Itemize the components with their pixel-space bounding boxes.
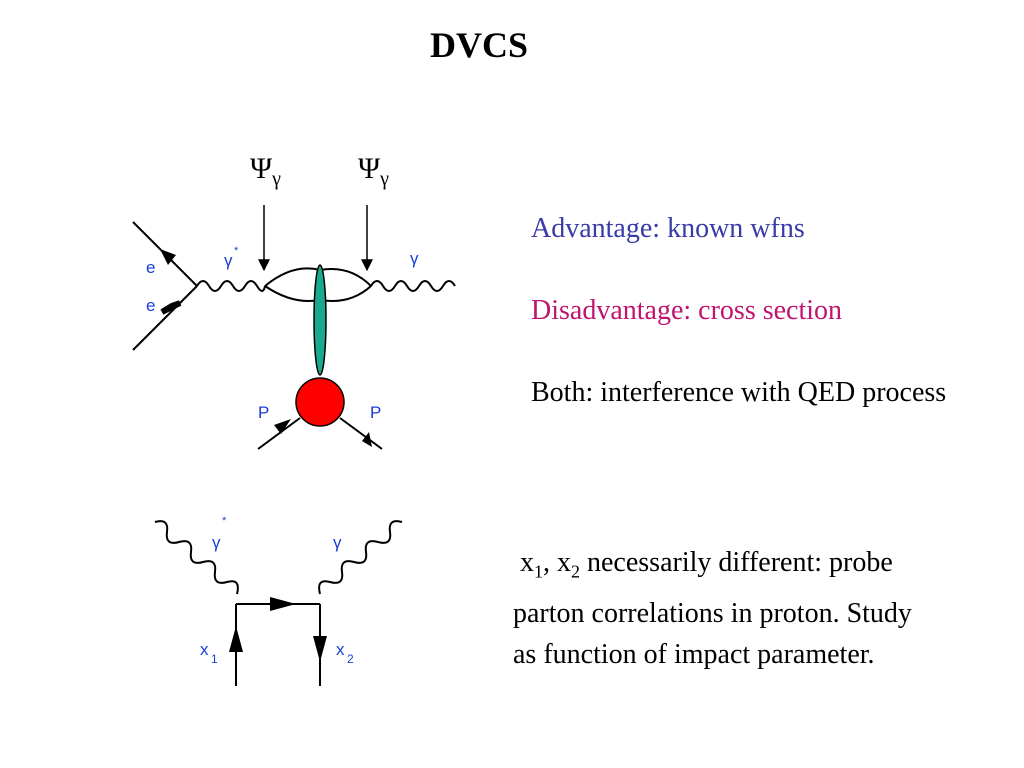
label-x2: x [336,640,345,659]
page-title: DVCS [429,25,528,65]
virtual-photon-line [154,520,239,595]
label-x1: x [200,640,209,659]
parton-correlation-text: x1, x2 necessarily different: probe part… [513,547,912,670]
arrow-icon [229,626,243,652]
label-e-top: e [146,258,155,277]
wavefunction-upper-right [319,268,372,287]
both-text: Both: interference with QED process [531,377,947,408]
label-x1-sub: 1 [211,652,218,666]
lower-parton-diagram: γ * γ x 1 x 2 [154,515,403,686]
psi-label-right: Ψγ [358,152,389,190]
arrow-icon [160,249,176,265]
advantage-text: Advantage: known wfns [531,213,805,244]
label-gamma-star: γ [224,251,233,270]
label-p-right: P [370,403,381,422]
electron-line-in [132,285,198,351]
wavefunction-lower-left [264,285,321,302]
label-gamma-star: γ [212,533,221,552]
label-p-left: P [258,403,269,422]
gpd-ellipse [313,264,327,376]
disadvantage-text: Disadvantage: cross section [531,295,843,326]
label-x2-sub: 2 [347,652,354,666]
arrow-icon [160,300,182,315]
arrow-icon [313,636,327,662]
arrow-icon [270,597,296,611]
label-gamma-star-mark: * [234,245,239,257]
wavefunction-lower-right [319,285,372,302]
outgoing-photon-line [370,280,456,292]
label-e-bottom: e [146,296,155,315]
label-gamma-out: γ [333,533,342,552]
outgoing-photon-line [318,520,403,595]
arrow-icon [362,432,372,447]
wavefunction-upper-left [264,267,321,287]
proton-line-in [257,417,301,450]
proton-line-out [339,417,383,450]
arrow-icon [274,419,291,434]
psi-label-left: Ψγ [250,152,281,190]
label-gamma-star-mark: * [222,515,227,527]
proton-blob [295,377,345,427]
upper-dvcs-diagram: e e γ * γ P P [132,205,456,450]
label-gamma-out: γ [410,249,419,268]
virtual-photon-line [196,280,266,292]
